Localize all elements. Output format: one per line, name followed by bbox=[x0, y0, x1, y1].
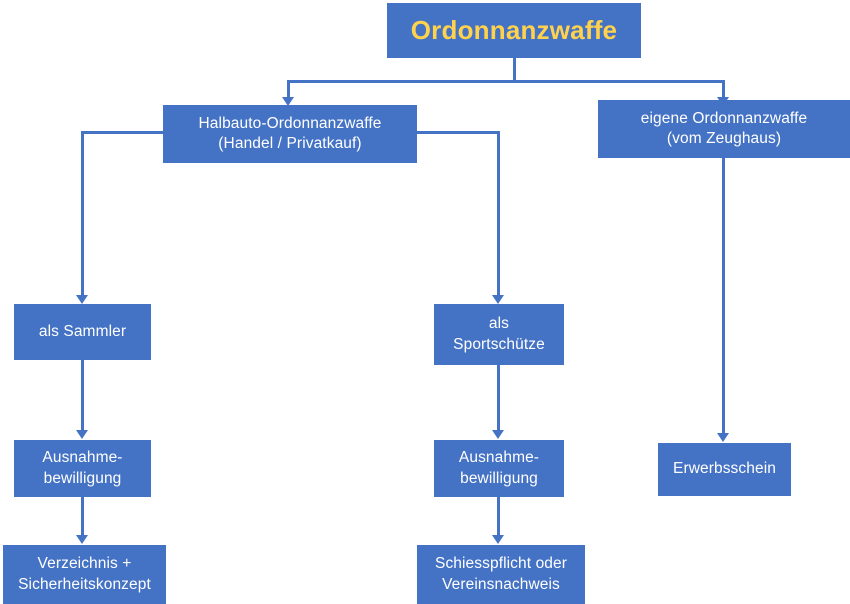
node-halbauto-ordonnanzwaffe[interactable]: Halbauto-Ordonnanzwaffe (Handel / Privat… bbox=[163, 105, 417, 163]
connector-root-stem bbox=[513, 58, 516, 82]
node-erwerbsschein[interactable]: Erwerbsschein bbox=[658, 443, 791, 496]
connector-ausnahme-to-verzeichnis bbox=[81, 497, 84, 536]
connector-ausnahme-to-schiesspflicht bbox=[497, 497, 500, 536]
arrowhead-ausnahme-links bbox=[76, 430, 88, 439]
connector-halbauto-right-drop bbox=[497, 131, 500, 296]
connector-halbauto-right-bar bbox=[415, 131, 500, 134]
arrowhead-ausnahme-mitte bbox=[492, 430, 504, 439]
connector-halbauto-left-bar bbox=[81, 131, 165, 134]
connector-sammler-to-ausnahme bbox=[81, 360, 84, 431]
node-als-sportschuetze[interactable]: als Sportschütze bbox=[434, 304, 564, 365]
connector-root-bar bbox=[287, 80, 725, 83]
node-eigene-ordonnanzwaffe[interactable]: eigene Ordonnanzwaffe (vom Zeughaus) bbox=[598, 100, 850, 158]
arrowhead-schiesspflicht bbox=[492, 535, 504, 544]
node-ausnahmebewilligung-sportschuetze[interactable]: Ausnahme- bewilligung bbox=[434, 440, 564, 497]
arrowhead-sammler bbox=[76, 295, 88, 304]
arrowhead-erwerbsschein bbox=[717, 433, 729, 442]
arrowhead-sportschuetze bbox=[492, 295, 504, 304]
connector-halbauto-left-drop bbox=[81, 131, 84, 296]
connector-root-to-eigene bbox=[722, 80, 725, 98]
arrowhead-verzeichnis bbox=[76, 535, 88, 544]
node-schiesspflicht-vereinsnachweis[interactable]: Schiesspflicht oder Vereinsnachweis bbox=[417, 545, 585, 604]
node-ausnahmebewilligung-sammler[interactable]: Ausnahme- bewilligung bbox=[14, 440, 151, 497]
connector-sportschuetze-to-ausnahme bbox=[497, 365, 500, 431]
node-verzeichnis-sicherheitskonzept[interactable]: Verzeichnis + Sicherheitskonzept bbox=[3, 545, 166, 604]
node-als-sammler[interactable]: als Sammler bbox=[14, 304, 151, 360]
connector-root-to-halbauto bbox=[287, 80, 290, 98]
connector-eigene-to-erwerbsschein bbox=[722, 158, 725, 435]
node-ordonnanzwaffe[interactable]: Ordonnanzwaffe bbox=[387, 3, 641, 58]
